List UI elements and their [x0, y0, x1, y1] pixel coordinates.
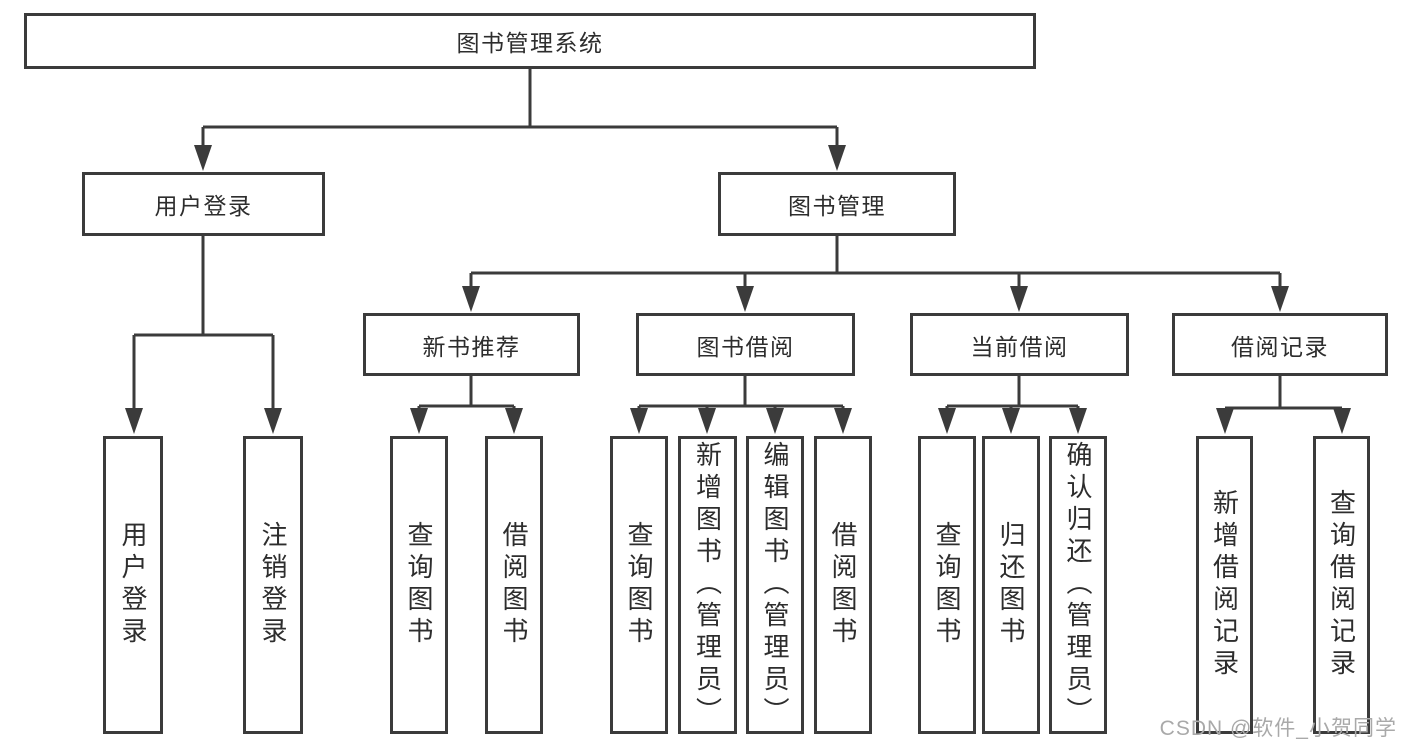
- node-user-login-label: 用户登录: [154, 193, 253, 219]
- leaf-borrow-books-borrowing: 借阅图书: [814, 436, 872, 734]
- leaf-confirm-return-admin: 确认归还（管理员）: [1049, 436, 1107, 734]
- leaf-add-borrow-record: 新增借阅记录: [1196, 436, 1253, 734]
- leaf-user-login: 用户登录: [103, 436, 163, 734]
- node-current-borrowing-label: 当前借阅: [970, 333, 1069, 360]
- node-new-book-recommend-label: 新书推荐: [422, 333, 521, 360]
- leaf-logout-label: 注销登录: [258, 521, 288, 649]
- leaf-add-borrow-record-label: 新增借阅记录: [1209, 489, 1240, 681]
- leaf-query-books-recommend-label: 查询图书: [404, 521, 434, 649]
- leaf-query-books-current: 查询图书: [918, 436, 976, 734]
- leaf-logout: 注销登录: [243, 436, 303, 734]
- node-current-borrowing: 当前借阅: [910, 313, 1129, 376]
- leaf-return-books-label: 归还图书: [996, 521, 1026, 649]
- leaf-query-books-borrowing: 查询图书: [610, 436, 668, 734]
- node-new-book-recommend: 新书推荐: [363, 313, 580, 376]
- node-book-borrowing: 图书借阅: [636, 313, 855, 376]
- leaf-add-books-admin-label: 新增图书（管理员）: [692, 441, 723, 729]
- leaf-query-borrow-record-label: 查询借阅记录: [1326, 489, 1357, 681]
- leaf-query-books-borrowing-label: 查询图书: [624, 521, 654, 649]
- node-book-management: 图书管理: [718, 172, 956, 236]
- leaf-query-books-current-label: 查询图书: [932, 521, 962, 649]
- leaf-edit-books-admin: 编辑图书（管理员）: [746, 436, 804, 734]
- leaf-add-books-admin: 新增图书（管理员）: [678, 436, 737, 734]
- leaf-edit-books-admin-label: 编辑图书（管理员）: [760, 441, 790, 729]
- leaf-user-login-label: 用户登录: [118, 521, 148, 649]
- node-borrowing-records: 借阅记录: [1172, 313, 1388, 376]
- node-book-borrowing-label: 图书借阅: [696, 333, 795, 360]
- node-library-system: 图书管理系统: [24, 13, 1036, 69]
- leaf-borrow-books-recommend-label: 借阅图书: [499, 521, 529, 649]
- node-borrowing-records-label: 借阅记录: [1231, 333, 1329, 360]
- leaf-query-borrow-record: 查询借阅记录: [1313, 436, 1370, 734]
- csdn-watermark: CSDN @软件_小贺同学: [1159, 717, 1397, 740]
- arrowheads: [125, 145, 1351, 434]
- node-user-login: 用户登录: [82, 172, 325, 236]
- leaf-borrow-books-recommend: 借阅图书: [485, 436, 543, 734]
- leaf-borrow-books-borrowing-label: 借阅图书: [828, 521, 858, 649]
- leaf-query-books-recommend: 查询图书: [390, 436, 448, 734]
- leaf-return-books: 归还图书: [982, 436, 1040, 734]
- leaf-confirm-return-admin-label: 确认归还（管理员）: [1063, 441, 1093, 729]
- node-library-system-label: 图书管理系统: [456, 30, 604, 56]
- node-book-management-label: 图书管理: [788, 193, 886, 219]
